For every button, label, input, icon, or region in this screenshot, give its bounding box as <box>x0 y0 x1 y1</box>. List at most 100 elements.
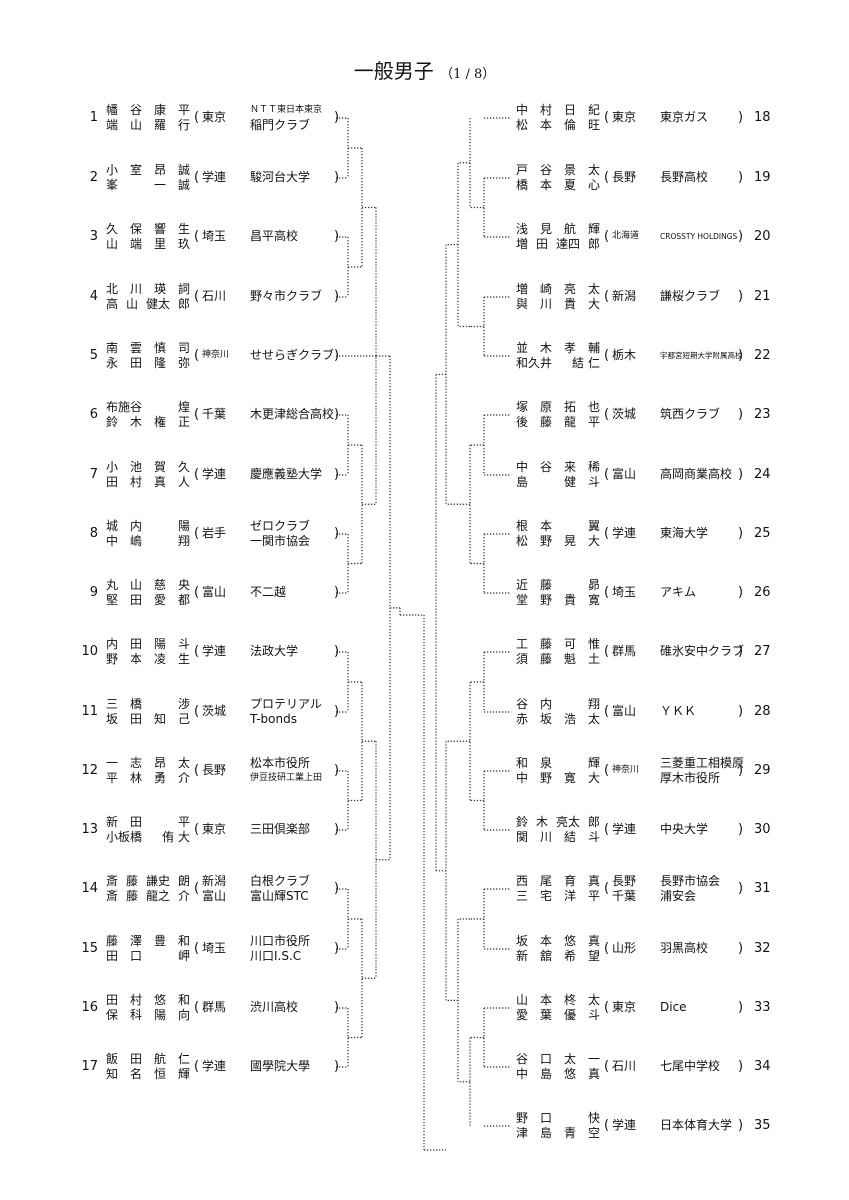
name-part: 倫 <box>563 118 576 132</box>
player-1-name: 和泉輝 <box>516 756 600 771</box>
seed-number: 25 <box>754 526 771 541</box>
name-part: 育 <box>563 874 576 888</box>
affiliation: 三田倶楽部 <box>250 822 311 836</box>
name-part: 和久井 <box>516 356 553 370</box>
name-part: 小板橋 <box>106 830 143 844</box>
name-part: 口 <box>130 949 143 963</box>
name-part: 田 <box>535 237 548 251</box>
name-part: 侑 <box>161 830 174 844</box>
name-part: 謙史 <box>145 874 170 888</box>
name-part: 藤 <box>125 874 138 888</box>
name-part: 三 <box>516 889 529 903</box>
name-part <box>154 519 166 534</box>
name-part: 青 <box>563 1126 576 1140</box>
name-part: 池 <box>129 460 142 474</box>
prefecture: 石川 <box>612 1059 637 1073</box>
name-part: 澤 <box>129 934 142 948</box>
page-title: 一般男子 （1 / 8） <box>0 55 849 84</box>
player-2-name: 和久井結仁 <box>516 356 600 371</box>
player-1-name: 浅見航輝 <box>516 222 600 237</box>
name-part: 里 <box>153 237 166 251</box>
seed-number: 21 <box>754 289 771 304</box>
player-2-name: 平林勇介 <box>106 771 190 786</box>
name-part: 柊 <box>563 993 576 1007</box>
prefecture: 神奈川 <box>202 350 230 360</box>
name-part: 太 <box>587 993 600 1007</box>
name-part: 坂 <box>539 712 552 726</box>
name-part: 中 <box>106 534 119 548</box>
name-part: 小 <box>106 460 119 474</box>
open-paren: ( <box>194 289 200 304</box>
prefecture: 学連 <box>612 526 637 540</box>
name-part: 中 <box>516 771 529 785</box>
name-part: 松 <box>516 534 529 548</box>
name-part: 南 <box>106 341 119 355</box>
name-part: 夏 <box>563 178 576 192</box>
name-part: 愛 <box>153 593 166 607</box>
prefecture: 東京 <box>202 822 227 836</box>
name-part: 介 <box>177 889 190 903</box>
name-part: 野 <box>539 593 552 607</box>
name-part: 田 <box>106 475 119 489</box>
close-paren: ) <box>738 467 744 482</box>
name-part: 和 <box>177 993 190 1007</box>
player-2-name: 堂野貴寛 <box>516 593 600 608</box>
player-2-name: 保科陽向 <box>106 1008 190 1023</box>
name-part: 郎 <box>587 237 600 251</box>
name-part: 都 <box>177 593 190 607</box>
name-part: 城 <box>106 519 119 533</box>
name-part: 本 <box>539 118 552 132</box>
name-part: 真 <box>587 934 600 948</box>
affiliation: 三菱重工相模原 <box>660 756 745 770</box>
name-part: 人 <box>177 475 190 489</box>
name-part: 正 <box>177 415 190 429</box>
name-part: 健 <box>563 475 576 489</box>
name-part: 新 <box>516 949 529 963</box>
name-part: 優 <box>563 1008 576 1022</box>
prefecture: 埼玉 <box>202 229 227 243</box>
close-paren: ) <box>334 763 340 778</box>
close-paren: ) <box>738 229 744 244</box>
close-paren: ) <box>334 229 340 244</box>
prefecture: 新潟 <box>612 289 637 303</box>
name-part: 大 <box>587 297 600 311</box>
name-part: 橋 <box>130 697 143 711</box>
name-part: 真 <box>587 874 600 888</box>
player-2-name: 松本倫旺 <box>516 118 600 133</box>
prefecture: 長野 <box>612 170 637 184</box>
name-part: 志 <box>129 756 142 770</box>
player-1-name: 三橋渉 <box>106 697 190 712</box>
name-part: 久 <box>177 460 190 474</box>
seed-number: 2 <box>89 170 98 185</box>
name-part: 紀 <box>587 103 600 117</box>
name-part: 希 <box>563 949 576 963</box>
close-paren: ) <box>738 881 744 896</box>
name-part: 羅 <box>153 118 166 132</box>
name-part: 内 <box>106 637 119 651</box>
name-part: 大 <box>177 830 190 844</box>
player-2-name: 増田達四郎 <box>516 237 600 252</box>
name-part: 葉 <box>539 1008 552 1022</box>
name-part: 藤 <box>539 415 552 429</box>
player-1-name: 鈴木亮太郎 <box>516 815 600 830</box>
name-part <box>564 519 576 534</box>
player-1-name: 野口快 <box>516 1111 600 1126</box>
player-2-name: 愛葉優斗 <box>516 1008 600 1023</box>
player-2-name: 津島青空 <box>516 1126 600 1141</box>
prefecture: 神奈川 <box>612 765 640 775</box>
name-part: 増 <box>516 282 529 296</box>
name-part: 誠 <box>177 163 190 177</box>
name-part: 誠 <box>177 178 190 192</box>
player-2-name: 高山健太郎 <box>106 297 190 312</box>
player-2-name: 山端里玖 <box>106 237 190 252</box>
name-part <box>154 949 166 964</box>
name-part: 川 <box>539 830 552 844</box>
name-part: 一 <box>587 1052 600 1066</box>
name-part <box>564 697 576 712</box>
name-part: 本 <box>539 934 552 948</box>
